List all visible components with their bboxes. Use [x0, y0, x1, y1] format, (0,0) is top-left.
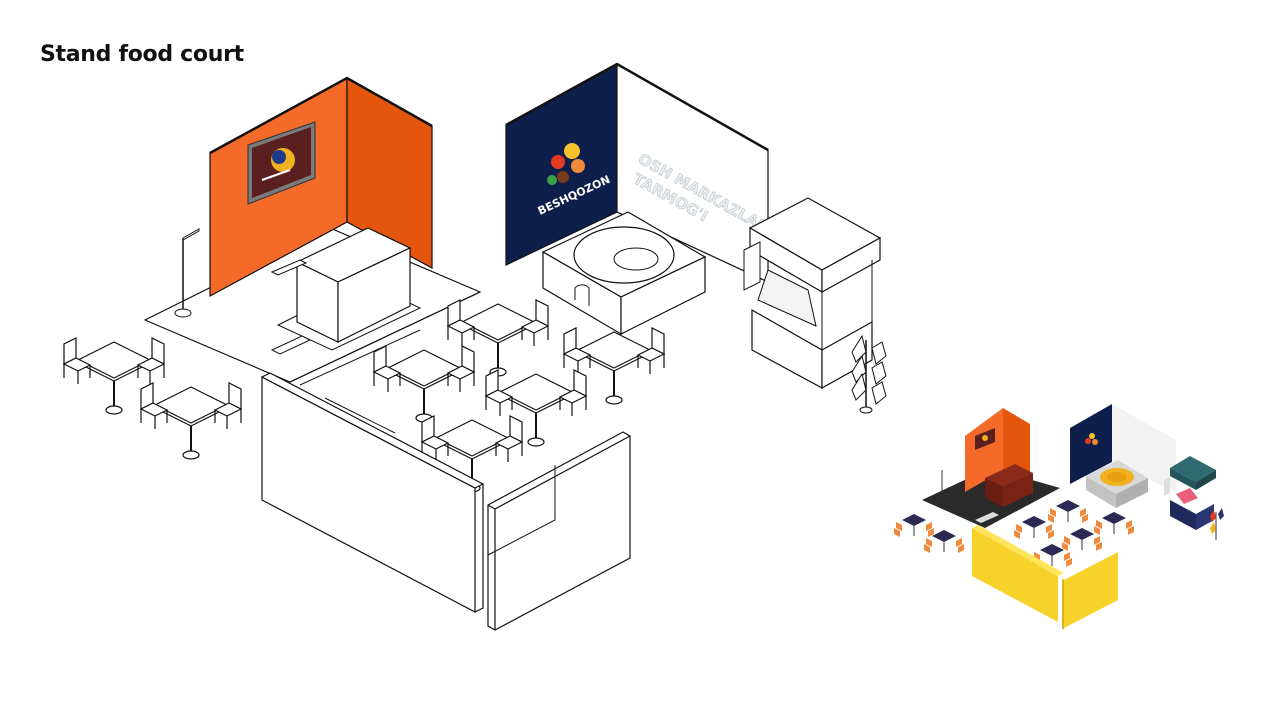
brochure-stand — [851, 334, 887, 414]
page-title: Stand food court — [40, 42, 244, 67]
reception-counter — [276, 227, 422, 351]
kazan-cooking-station — [541, 211, 707, 336]
display-cart — [743, 197, 882, 390]
beshqozon-logo-icon — [547, 143, 585, 185]
table-set — [374, 346, 474, 422]
tv-screen-icon — [247, 121, 316, 205]
table-set — [141, 383, 241, 459]
front-partition — [260, 372, 631, 631]
color-preview-render — [893, 404, 1224, 630]
orange-booth — [209, 76, 433, 298]
main-stand-drawing: BESHQOZON OSH MARKAZLARI TARMOG'I — [64, 62, 887, 631]
flag-pole — [174, 228, 200, 318]
